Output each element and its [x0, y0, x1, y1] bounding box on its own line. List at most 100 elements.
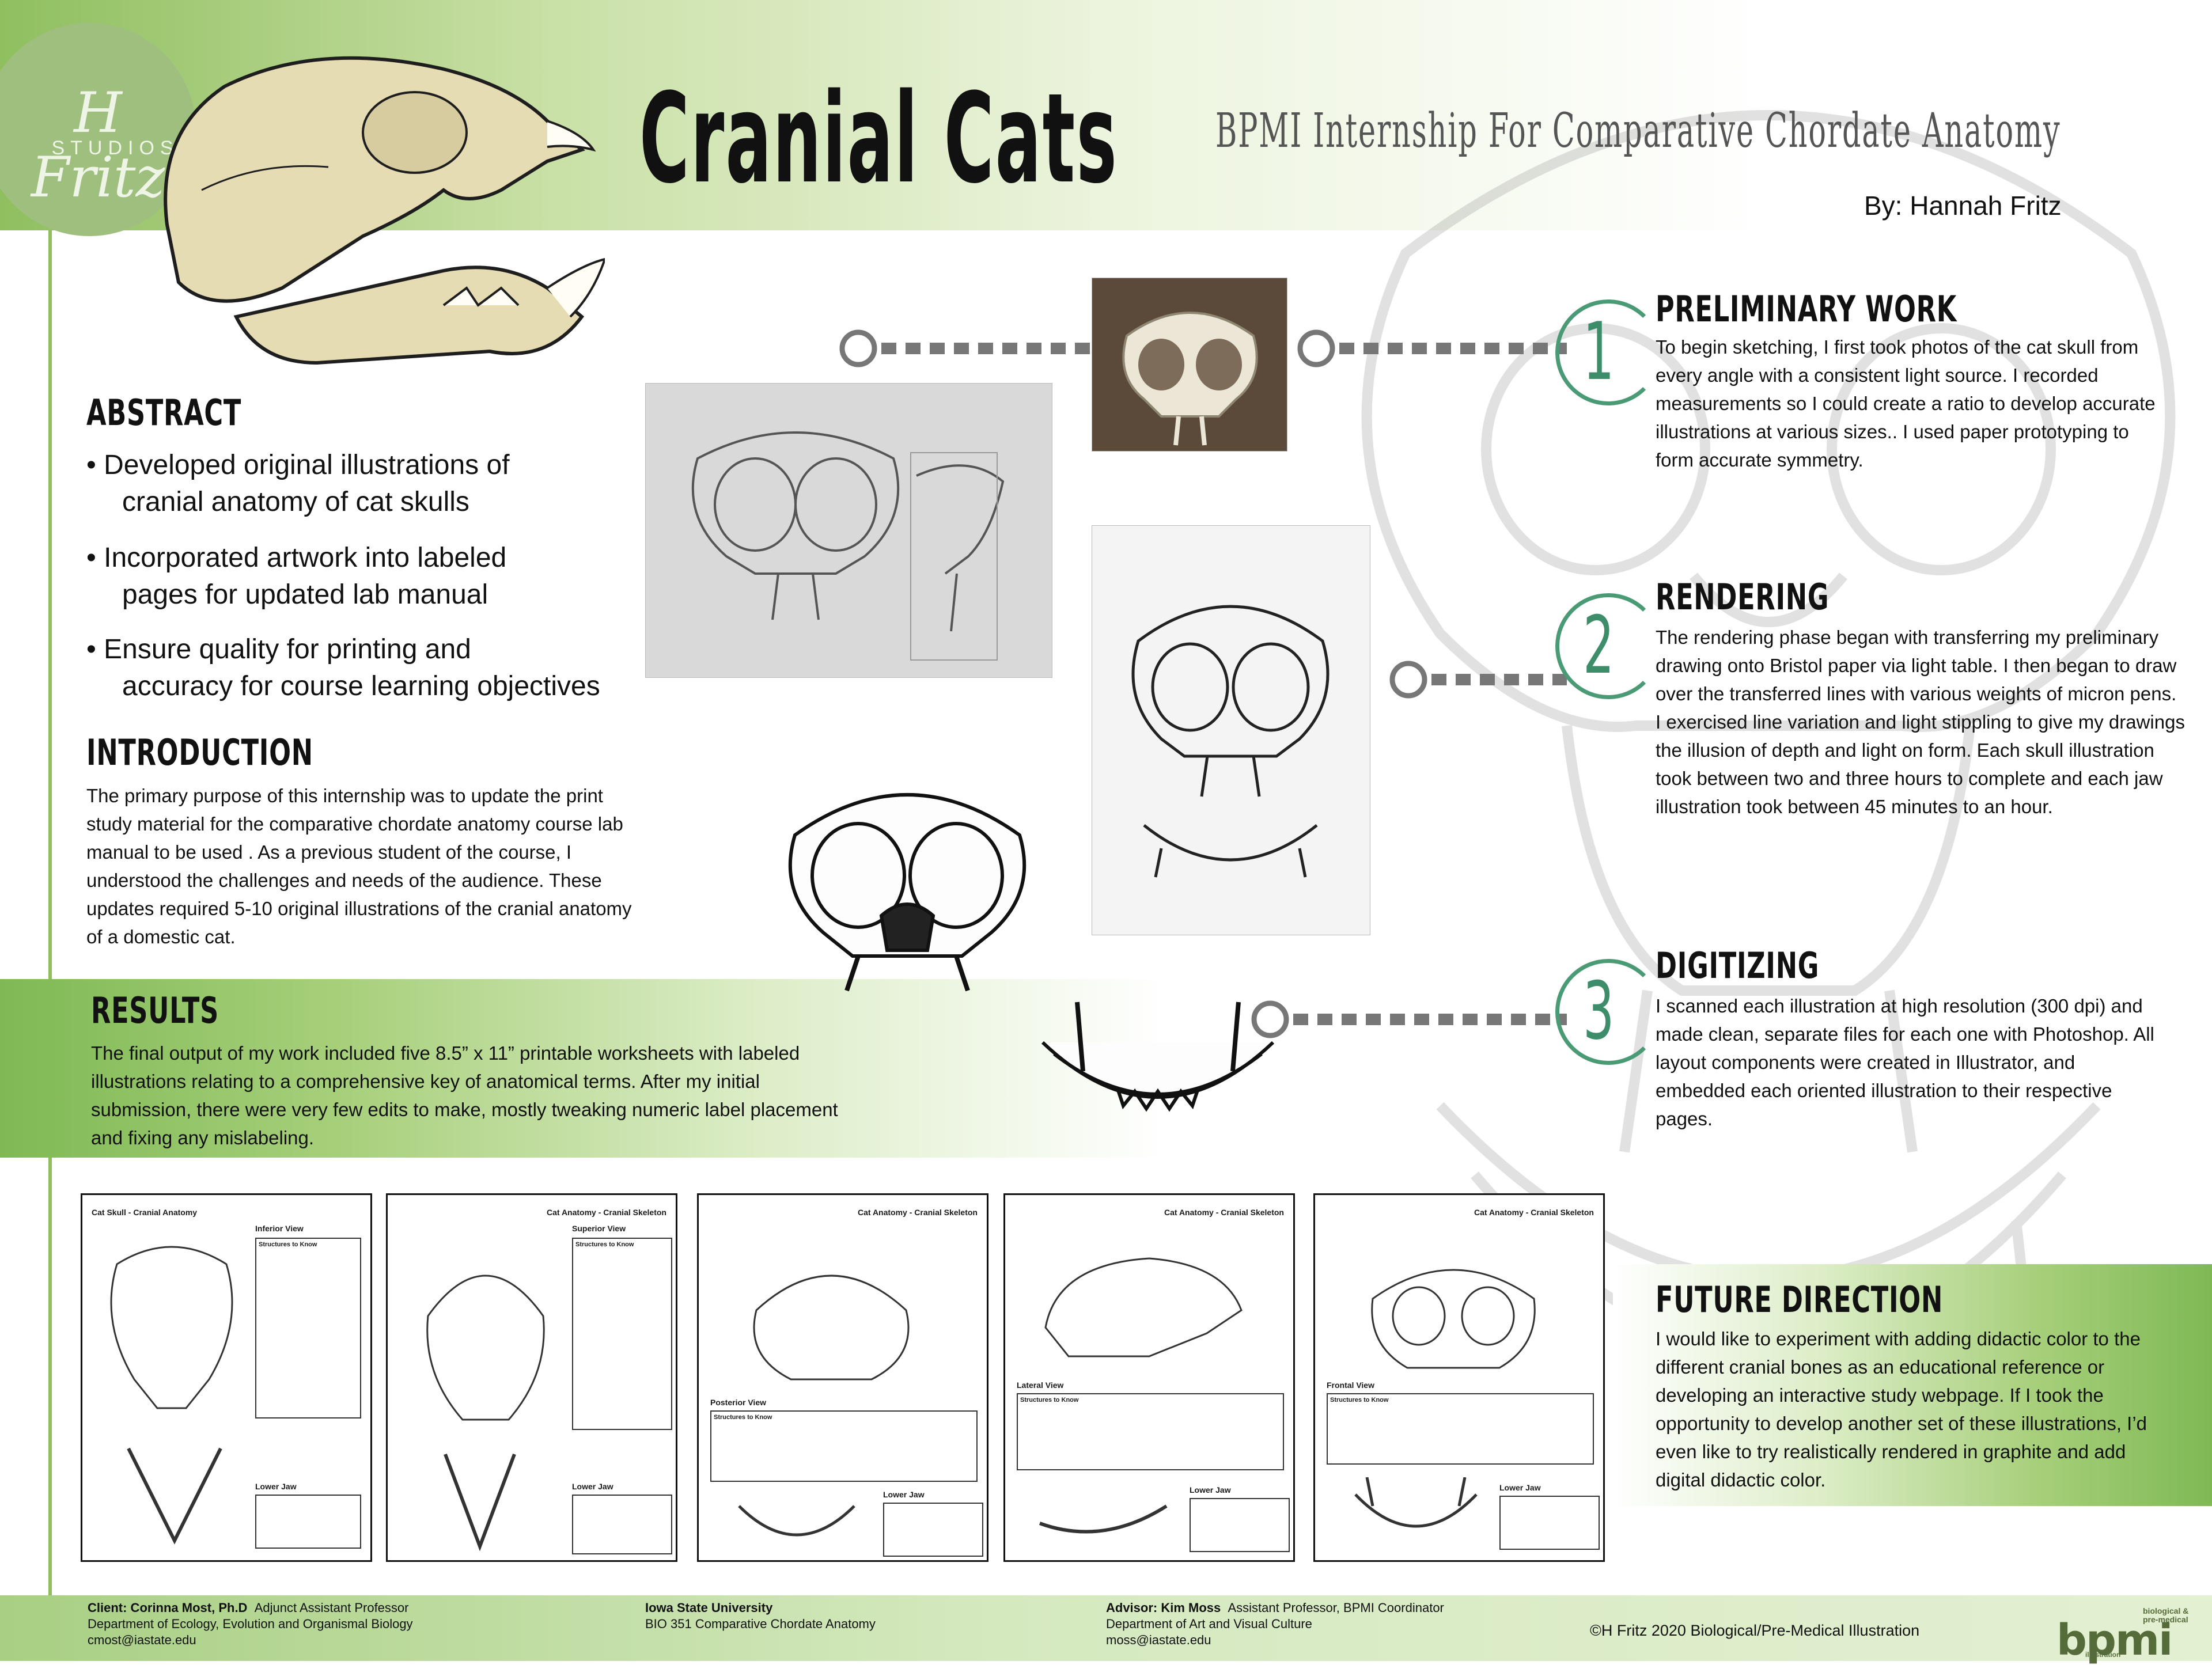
university-name: Iowa State University — [645, 1600, 773, 1615]
future-direction-band — [1613, 1264, 2212, 1506]
footer-client: Client: Corinna Most, Ph.D Adjunct Assis… — [88, 1600, 514, 1648]
worksheet-skull-drawing — [753, 1275, 910, 1380]
step-2-heading: RENDERING — [1656, 576, 1830, 618]
advisor-department: Department of Art and Visual Culture — [1106, 1617, 1312, 1631]
advisor-name: Advisor: Kim Moss — [1106, 1600, 1221, 1615]
advisor-role: Assistant Professor, BPMI Coordinator — [1228, 1600, 1444, 1615]
worksheet-title: Cat Anatomy - Cranial Skeleton — [547, 1208, 666, 1217]
worksheet-view-label: Superior View — [572, 1224, 626, 1233]
worksheet-view-label: Frontal View — [1327, 1380, 1374, 1390]
worksheet-jaw-box — [572, 1495, 672, 1554]
footer-band — [0, 1595, 2212, 1661]
step-2-ring — [1555, 593, 1661, 699]
worksheet-jaw-box — [1190, 1498, 1290, 1552]
lateral-skull-illustration — [164, 56, 605, 365]
worksheet-posterior: Cat Anatomy - Cranial Skeleton Posterior… — [697, 1193, 988, 1562]
course-name: BIO 351 Comparative Chordate Anatomy — [645, 1617, 876, 1631]
poster-title: Cranial Cats — [639, 66, 1118, 211]
worksheet-title: Cat Anatomy - Cranial Skeleton — [1164, 1208, 1284, 1217]
worksheet-view-label: Inferior View — [255, 1224, 304, 1233]
bpmi-logo-bottom: illustration — [2085, 1651, 2121, 1659]
future-direction-text: I would like to experiment with adding d… — [1656, 1328, 2147, 1490]
connector-1a — [839, 329, 1094, 367]
worksheet-key-title: Structures to Know — [714, 1414, 772, 1421]
worksheet-skull-drawing — [110, 1246, 233, 1409]
author-byline: By: Hannah Fritz — [1864, 191, 2062, 221]
advisor-email[interactable]: moss@iastate.edu — [1106, 1633, 1211, 1647]
worksheet-jaw-box — [883, 1503, 983, 1557]
connector-3 — [1251, 1000, 1567, 1038]
footer-advisor: Advisor: Kim Moss Assistant Professor, B… — [1106, 1600, 1544, 1648]
abstract-bullet-2: • Incorporated artwork into labeled page… — [86, 540, 639, 613]
abstract-bullet-line: • Developed original illustrations of — [86, 450, 510, 480]
studio-logo-subtitle: STUDIOS — [51, 137, 179, 159]
step-3-number: 3 — [1583, 965, 1615, 1057]
step-1-text: To begin sketching, I first took photos … — [1656, 336, 2156, 471]
introduction-heading: INTRODUCTION — [86, 731, 313, 773]
studio-logo — [0, 23, 196, 236]
worksheet-title: Cat Skull - Cranial Anatomy — [92, 1208, 198, 1217]
worksheet-jaw-drawing — [127, 1447, 222, 1545]
results-heading: RESULTS — [91, 989, 219, 1031]
poster-subtitle: BPMI Internship For Comparative Chordate… — [1215, 104, 2061, 158]
worksheet-skull-drawing — [1371, 1269, 1536, 1369]
abstract-bullet-3: • Ensure quality for printing and accura… — [86, 631, 639, 705]
step-3-heading: DIGITIZING — [1656, 945, 1820, 987]
worksheet-jaw-label: Lower Jaw — [1499, 1483, 1541, 1492]
worksheet-inferior: Cat Skull - Cranial Anatomy Inferior Vie… — [81, 1193, 372, 1562]
worksheet-view-label: Posterior View — [710, 1398, 767, 1407]
worksheet-lateral: Cat Anatomy - Cranial Skeleton Lateral V… — [1003, 1193, 1295, 1562]
worksheet-jaw-box — [255, 1495, 361, 1549]
abstract-bullet-line: pages for updated lab manual — [122, 579, 488, 610]
abstract-bullet-line: • Ensure quality for printing and — [86, 634, 471, 665]
worksheet-key-box: Structures to Know — [710, 1410, 978, 1482]
step-2-text: The rendering phase began with transferr… — [1656, 627, 2185, 817]
frontal-skull-illustration — [788, 793, 1027, 992]
step-3-text: I scanned each illustration at high reso… — [1656, 995, 2154, 1129]
results-band — [0, 979, 1164, 1158]
lower-jaw-illustration — [1041, 1002, 1275, 1112]
worksheet-key-title: Structures to Know — [575, 1241, 634, 1248]
abstract-bullet-1: • Developed original illustrations of cr… — [86, 447, 639, 521]
worksheet-title: Cat Anatomy - Cranial Skeleton — [1474, 1208, 1594, 1217]
worksheet-jaw-drawing — [1039, 1504, 1168, 1534]
footer-university: Iowa State University BIO 351 Comparativ… — [645, 1600, 991, 1632]
abstract-bullet-line: • Incorporated artwork into labeled — [86, 543, 507, 573]
abstract-bullet-line: cranial anatomy of cat skulls — [122, 487, 469, 517]
worksheet-key-box: Structures to Know — [572, 1238, 672, 1430]
connector-2 — [1389, 661, 1567, 699]
worksheet-jaw-label: Lower Jaw — [883, 1490, 925, 1499]
introduction-text: The primary purpose of this internship w… — [86, 785, 632, 947]
worksheet-key-box: Structures to Know — [1327, 1393, 1594, 1465]
worksheet-title: Cat Anatomy - Cranial Skeleton — [858, 1208, 978, 1217]
worksheet-key-title: Structures to Know — [1020, 1397, 1079, 1404]
client-department: Department of Ecology, Evolution and Org… — [88, 1617, 413, 1631]
bpmi-logo: bpmi — [2056, 1615, 2173, 1665]
connector-1b — [1297, 329, 1567, 367]
sketch-drawing — [691, 431, 1005, 661]
rendered-skull-scan — [1092, 525, 1370, 935]
worksheet-jaw-label: Lower Jaw — [1190, 1485, 1231, 1495]
skull-photo-drawing — [1122, 312, 1258, 446]
client-email[interactable]: cmost@iastate.edu — [88, 1633, 196, 1647]
worksheet-view-label: Lateral View — [1017, 1380, 1064, 1390]
client-name: Client: Corinna Most, Ph.D — [88, 1600, 248, 1615]
worksheet-key-title: Structures to Know — [1330, 1397, 1389, 1404]
abstract-bullet-line: accuracy for course learning objectives — [122, 671, 600, 701]
worksheet-jaw-drawing — [1354, 1477, 1478, 1528]
worksheet-jaw-box — [1499, 1496, 1600, 1550]
worksheet-key-title: Structures to Know — [259, 1241, 317, 1248]
worksheet-key-box: Structures to Know — [255, 1238, 361, 1419]
worksheet-jaw-label: Lower Jaw — [572, 1482, 613, 1491]
bpmi-logo-top: biological & pre-medical — [2143, 1606, 2189, 1624]
step-1-number: 1 — [1583, 305, 1615, 398]
worksheet-key-box: Structures to Know — [1017, 1393, 1284, 1470]
results-text: The final output of my work included fiv… — [91, 1042, 838, 1148]
worksheet-skull-drawing — [1044, 1257, 1243, 1357]
step-2-number: 2 — [1583, 599, 1615, 692]
worksheet-jaw-drawing — [738, 1505, 855, 1537]
client-role: Adjunct Assistant Professor — [254, 1600, 409, 1615]
abstract-heading: ABSTRACT — [86, 392, 242, 434]
worksheet-jaw-drawing — [444, 1453, 516, 1552]
worksheet-frontal: Cat Anatomy - Cranial Skeleton Frontal V… — [1313, 1193, 1605, 1562]
